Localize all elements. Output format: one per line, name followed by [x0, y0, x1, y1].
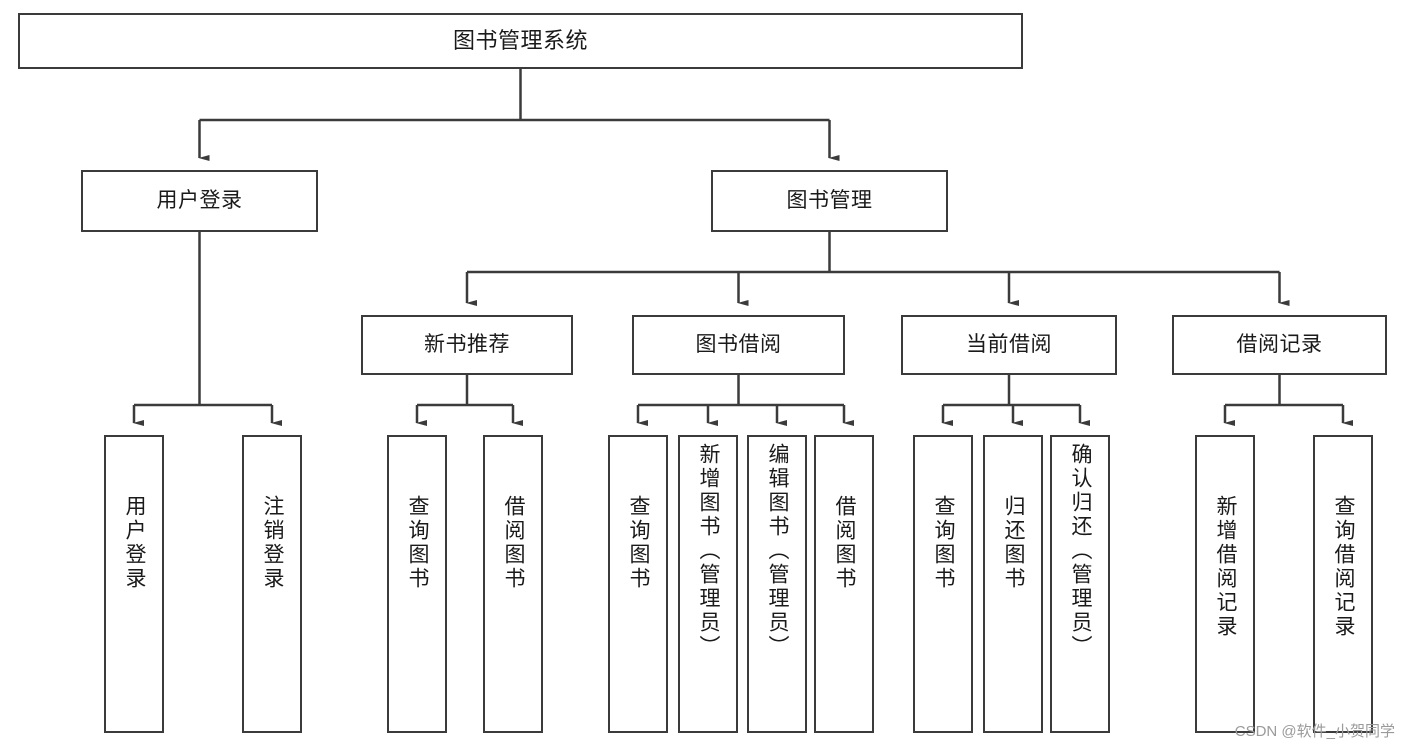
node-label: 图书借阅: [695, 332, 782, 356]
node-label: 新书推荐: [424, 332, 510, 356]
node-leaf-borrow-1[interactable]: 借阅图书: [483, 435, 543, 733]
node-label: 当前借阅: [966, 332, 1052, 356]
node-current-borrow[interactable]: 当前借阅: [901, 315, 1117, 375]
node-leaf-query-2[interactable]: 查询图书: [608, 435, 668, 733]
node-leaf-logout[interactable]: 注销登录: [242, 435, 302, 733]
node-leaf-add-rec[interactable]: 新增借阅记录: [1195, 435, 1255, 733]
node-user-login[interactable]: 用户登录: [81, 170, 318, 232]
node-new-book-rec[interactable]: 新书推荐: [361, 315, 573, 375]
node-leaf-confirm[interactable]: 确认归还（管理员）: [1050, 435, 1110, 733]
node-borrow-record[interactable]: 借阅记录: [1172, 315, 1387, 375]
node-leaf-borrow-2[interactable]: 借阅图书: [814, 435, 874, 733]
node-label: 新增借阅记录: [1214, 495, 1238, 639]
node-label: 查询图书: [406, 495, 430, 591]
node-leaf-query-3[interactable]: 查询图书: [913, 435, 973, 733]
node-root[interactable]: 图书管理系统: [18, 13, 1023, 69]
node-label: 注销登录: [261, 495, 285, 591]
node-label: 用户登录: [123, 495, 147, 591]
node-label: 确认归还（管理员）: [1069, 443, 1093, 659]
node-leaf-query-1[interactable]: 查询图书: [387, 435, 447, 733]
node-leaf-edit-book[interactable]: 编辑图书（管理员）: [747, 435, 807, 733]
node-label: 借阅记录: [1236, 332, 1323, 356]
node-label: 编辑图书（管理员）: [766, 443, 790, 659]
node-label: 图书管理系统: [452, 28, 588, 54]
node-leaf-query-rec[interactable]: 查询借阅记录: [1313, 435, 1373, 733]
node-label: 借阅图书: [502, 495, 526, 591]
node-leaf-user-login[interactable]: 用户登录: [104, 435, 164, 733]
node-label: 查询图书: [627, 495, 651, 591]
watermark-text: CSDN @软件_小贺同学: [1234, 723, 1395, 740]
node-book-manage[interactable]: 图书管理: [711, 170, 948, 232]
node-label: 新增图书（管理员）: [697, 443, 721, 659]
node-label: 图书管理: [786, 188, 873, 212]
node-label: 用户登录: [156, 188, 243, 212]
node-label: 借阅图书: [833, 495, 857, 591]
node-leaf-return[interactable]: 归还图书: [983, 435, 1043, 733]
node-label: 查询借阅记录: [1332, 495, 1356, 639]
node-leaf-add-book[interactable]: 新增图书（管理员）: [678, 435, 738, 733]
node-label: 归还图书: [1002, 495, 1026, 591]
node-label: 查询图书: [932, 495, 956, 591]
node-book-borrow[interactable]: 图书借阅: [632, 315, 845, 375]
